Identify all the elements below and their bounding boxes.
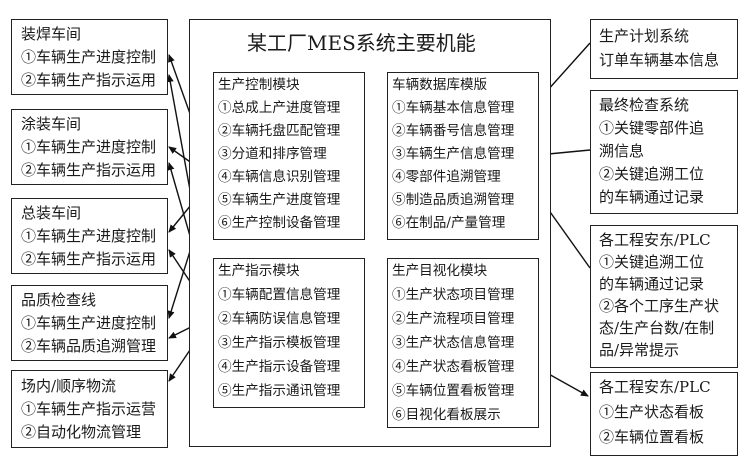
production-control-item-6: ⑥生产控制设备管理: [218, 215, 341, 231]
mes-title: 某工厂MES系统主要机能: [247, 31, 476, 55]
final-inspection-box: 最终检查系统 ①关键零部件追 溯信息 ②关键追溯工位 的车辆通过记录: [590, 90, 738, 214]
production-visualization-item-2: ②生产流程项目管理: [392, 311, 515, 327]
logistics-item-2: ②自动化物流管理: [21, 423, 142, 441]
quality-line-item-2: ②车辆品质追溯管理: [21, 337, 157, 355]
plc-input-line-3: ②各个工序生产状: [599, 297, 720, 315]
weld-shop-box: 装焊车间 ①车辆生产进度控制 ②车辆生产指示运用: [11, 19, 168, 95]
weld-shop-item-1: ①车辆生产进度控制: [21, 48, 157, 66]
vehicle-database-module: 车辆数据库模版 ①车辆基本信息管理 ②车辆番号信息管理 ③车辆生产信息管理 ④零…: [387, 72, 539, 240]
final-inspection-line-2: 溯信息: [599, 142, 645, 160]
production-instruction-module: 生产指示模块 ①车辆配置信息管理 ②车辆防误信息管理 ③生产指示模板管理 ④生产…: [213, 258, 365, 408]
weld-shop-title: 装焊车间: [21, 25, 82, 43]
quality-line-item-1: ①车辆生产进度控制: [21, 314, 157, 332]
assembly-shop-title: 总装车间: [21, 204, 82, 222]
production-instruction-title: 生产指示模块: [218, 263, 300, 279]
production-instruction-item-4: ④生产指示设备管理: [218, 359, 341, 375]
production-visualization-module: 生产目视化模块 ①生产状态项目管理 ②生产流程项目管理 ③生产状态信息管理 ④生…: [387, 258, 539, 428]
quality-line-box: 品质检查线 ①车辆生产进度控制 ②车辆品质追溯管理: [11, 285, 168, 361]
paint-shop-item-2: ②车辆生产指示运用: [21, 161, 157, 179]
production-visualization-item-5: ⑤车辆位置看板管理: [392, 383, 515, 399]
production-control-item-2: ②车辆托盘匹配管理: [218, 123, 341, 139]
production-visualization-title: 生产目视化模块: [392, 263, 488, 279]
logistics-title: 场内/顺序物流: [21, 377, 117, 395]
logistics-item-1: ①车辆生产指示运营: [21, 400, 157, 418]
production-visualization-item-3: ③生产状态信息管理: [392, 335, 515, 351]
planning-system-desc: 订单车辆基本信息: [599, 51, 720, 69]
production-control-module: 生产控制模块 ①总成上产进度管理 ②车辆托盘匹配管理 ③分道和排序管理 ④车辆信…: [213, 72, 365, 240]
final-inspection-title: 最终检查系统: [599, 96, 690, 114]
production-control-item-5: ⑤车辆生产进度管理: [218, 192, 341, 208]
plc-output-title: 各工程安东/PLC: [599, 378, 711, 396]
logistics-box: 场内/顺序物流 ①车辆生产指示运营 ②自动化物流管理: [11, 370, 168, 448]
final-inspection-line-1: ①关键零部件追: [599, 119, 705, 137]
production-visualization-item-4: ④生产状态看板管理: [392, 359, 515, 375]
production-control-item-4: ④车辆信息识别管理: [218, 169, 341, 185]
plc-input-line-4: 态/生产台数/在制: [599, 319, 715, 337]
assembly-shop-item-2: ②车辆生产指示运用: [21, 250, 157, 268]
paint-shop-item-1: ①车辆生产进度控制: [21, 138, 157, 156]
vehicle-database-title: 车辆数据库模版: [392, 77, 488, 93]
final-inspection-line-3: ②关键追溯工位: [599, 165, 705, 183]
plc-output-line-2: ②车辆位置看板: [599, 428, 705, 446]
plc-output-box: 各工程安东/PLC ①生产状态看板 ②车辆位置看板: [590, 372, 738, 456]
quality-line-title: 品质检查线: [21, 291, 97, 309]
planning-system-title: 生产计划系统: [599, 27, 690, 45]
production-instruction-item-5: ⑤生产指示通讯管理: [218, 383, 341, 399]
plc-output-line-1: ①生产状态看板: [599, 403, 705, 421]
production-instruction-item-2: ②车辆防误信息管理: [218, 311, 341, 327]
planning-system-box: 生产计划系统 订单车辆基本信息: [590, 19, 738, 79]
vehicle-database-item-4: ④零部件追溯管理: [392, 169, 501, 185]
production-visualization-item-6: ⑥目视化看板展示: [392, 407, 501, 423]
paint-shop-box: 涂装车间 ①车辆生产进度控制 ②车辆生产指示运用: [11, 109, 168, 185]
plc-input-line-1: ①关键追溯工位: [599, 253, 705, 271]
paint-shop-title: 涂装车间: [21, 115, 82, 133]
plc-input-title: 各工程安东/PLC: [599, 231, 711, 249]
plc-input-box: 各工程安东/PLC ①关键追溯工位 的车辆通过记录 ②各个工序生产状 态/生产台…: [590, 225, 738, 368]
production-instruction-item-1: ①车辆配置信息管理: [218, 287, 341, 303]
production-visualization-item-1: ①生产状态项目管理: [392, 287, 515, 303]
production-instruction-item-3: ③生产指示模板管理: [218, 335, 341, 351]
plc-input-line-2: 的车辆通过记录: [599, 275, 705, 293]
production-control-item-1: ①总成上产进度管理: [218, 100, 341, 116]
vehicle-database-item-6: ⑥在制品/产量管理: [392, 215, 506, 231]
assembly-shop-item-1: ①车辆生产进度控制: [21, 227, 157, 245]
assembly-shop-box: 总装车间 ①车辆生产进度控制 ②车辆生产指示运用: [11, 198, 168, 274]
vehicle-database-item-3: ③车辆生产信息管理: [392, 146, 515, 162]
vehicle-database-item-1: ①车辆基本信息管理: [392, 100, 515, 116]
vehicle-database-item-5: ⑤制造品质追溯管理: [392, 192, 515, 208]
plc-input-line-5: 品/异常提示: [599, 341, 680, 359]
production-control-title: 生产控制模块: [218, 77, 300, 93]
final-inspection-line-4: 的车辆通过记录: [599, 188, 705, 206]
vehicle-database-item-2: ②车辆番号信息管理: [392, 123, 515, 139]
production-control-item-3: ③分道和排序管理: [218, 146, 327, 162]
weld-shop-item-2: ②车辆生产指示运用: [21, 71, 157, 89]
